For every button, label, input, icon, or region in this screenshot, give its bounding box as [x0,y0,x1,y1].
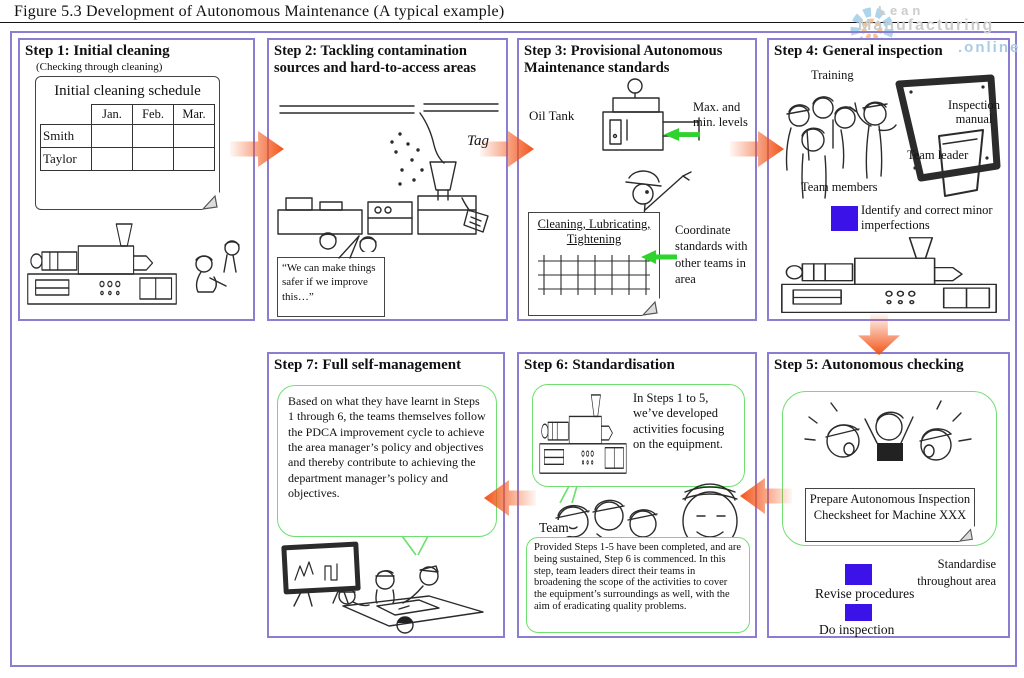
step6-machine-illustration [539,394,627,474]
schedule-cell [132,147,174,171]
identify-label: Identify and correct minor imperfections [861,203,993,232]
schedule-row-label: Smith [40,124,92,148]
meeting-illustration [281,541,484,634]
step1-subtitle: (Checking through cleaning) [36,61,163,73]
step1-title: Step 1: Initial cleaning [25,43,170,59]
checking-workers-illustration [804,400,972,461]
checksheet-note: Prepare Autonomous Inspection Checksheet… [805,488,975,542]
step3-box: Step 3: Provisional Autonomous Maintenan… [517,38,757,321]
initial-cleaning-schedule-table: Jan. Feb. Mar. Smith Taylor [40,104,215,171]
coordinate-label: Coordinate standards with other teams in… [675,223,748,286]
step5-green-panel: Prepare Autonomous Inspection Checksheet… [782,391,997,546]
training-team-illustration [785,96,897,199]
watermark-line2: Manufacturing [858,17,995,34]
checksheet-note-text: Prepare Autonomous Inspection Checksheet… [809,492,971,523]
folded-corner-icon [202,192,220,210]
step4-box: Step 4: General inspection Training [767,38,1010,321]
step2-contamination-illustration [277,103,499,252]
step1-machine-illustration [27,223,240,305]
step7-box: Step 7: Full self-management Based on wh… [267,352,505,638]
watermark-line1: Lean [878,3,925,18]
folded-corner-icon [959,526,975,542]
oil-tank-label: Oil Tank [529,108,575,123]
team-leader-label: Team leader [907,148,969,162]
blue-square-icon [845,564,872,585]
clt-card-line2: Tightening [566,232,622,246]
folded-corner-icon [642,298,660,316]
step7-title: Step 7: Full self-management [274,357,462,373]
figure-caption: Figure 5.3 Development of Autonomous Mai… [14,3,505,20]
blue-square-icon [831,206,858,231]
step7-bubble-text: Based on what they have learnt in Steps … [288,394,486,501]
inspection-board-illustration [895,74,1001,197]
diagram-frame [10,31,1017,667]
max-min-label: Max. and min. levels [693,100,748,129]
schedule-cell [132,124,174,148]
schedule-cell [91,124,133,148]
standardise-label: Standardise throughout area [917,557,996,588]
do-inspection-label: Do inspection [819,622,895,637]
schedule-cell [173,147,215,171]
bubble-tail-icon [559,485,578,504]
step6-title: Step 6: Standardisation [524,357,675,373]
clt-card-line1: Cleaning, Lubricating, [537,217,651,231]
step7-bubble: Based on what they have learnt in Steps … [277,385,497,556]
step4-title: Step 4: General inspection [774,43,943,59]
training-label: Training [811,68,854,82]
step2-speech-bubble: “We can make things safer if we improve … [277,235,385,317]
blue-square-icon [845,604,872,621]
schedule-header-cell: Mar. [173,104,215,125]
bubble-tail-icon [401,535,429,556]
schedule-cell [91,147,133,171]
initial-cleaning-schedule-card: Initial cleaning schedule Jan. Feb. Mar.… [35,76,220,210]
step6-bottom-bubble-text: Provided Steps 1-5 have been completed, … [534,542,742,612]
team-label: Team [539,520,569,537]
step2-speech-text: “We can make things safer if we improve … [282,262,376,303]
step6-top-bubble-text: In Steps 1 to 5, we’ve developed activit… [633,391,725,451]
step5-box: Step 5: Autonomous checking Prepare Auto… [767,352,1010,638]
inspection-manual-label: Inspection manual [947,98,1001,127]
caption-underline [0,22,1024,23]
step2-title: Step 2: Tackling contamination sources a… [274,43,477,77]
team-members-label: Team members [801,180,878,194]
step6-bottom-bubble: Provided Steps 1-5 have been completed, … [526,537,750,633]
step3-title: Step 3: Provisional Autonomous Maintenan… [524,43,723,77]
schedule-header-cell [40,104,92,125]
schedule-cell [173,124,215,148]
watermark-line3: .online [958,39,1021,56]
step5-title: Step 5: Autonomous checking [774,357,964,373]
schedule-header-cell: Feb. [132,104,174,125]
step2-box: Step 2: Tackling contamination sources a… [267,38,508,321]
revise-procedures-label: Revise procedures [815,586,915,601]
clt-standards-card: Cleaning, Lubricating, Tightening [528,212,660,316]
schedule-heading: Initial cleaning schedule [54,83,201,99]
step6-box: Step 6: Standardisation In Steps 1 to 5,… [517,352,757,638]
schedule-header-cell: Jan. [91,104,133,125]
standards-grid-icon [538,255,650,295]
step4-machine-illustration [781,236,997,314]
step1-box: Step 1: Initial cleaning (Checking throu… [18,38,255,321]
oil-tank-illustration [602,78,700,151]
step6-top-bubble: In Steps 1 to 5, we’ve developed activit… [532,384,745,504]
speech-tail-icon [338,235,360,259]
schedule-row-label: Taylor [40,147,92,171]
